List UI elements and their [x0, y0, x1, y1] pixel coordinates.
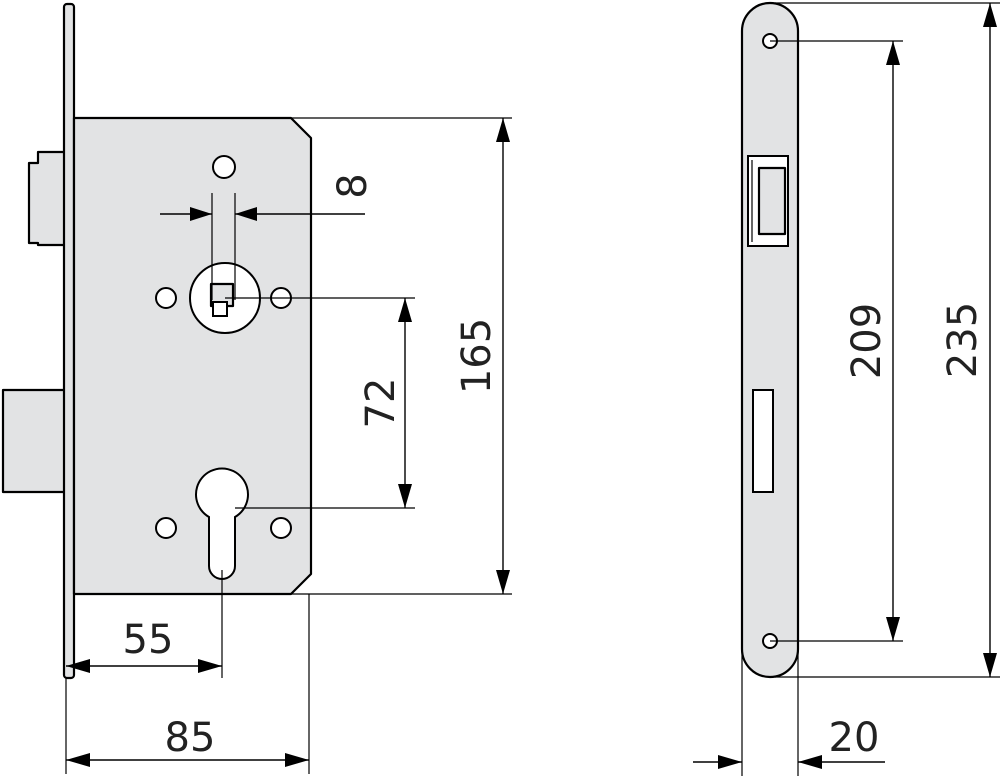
dead-bolt — [1, 388, 69, 494]
upper-fixing-hole — [212, 155, 236, 179]
dimension-label-screw-spacing: 209 — [844, 303, 890, 379]
lock-side-view — [1, 2, 313, 680]
faceplate-dimensions: 209 235 20 — [693, 2, 1000, 776]
dimension-label-body-height: 165 — [454, 318, 500, 394]
dimension-label-faceplate-height: 235 — [940, 302, 986, 378]
dimension-label-faceplate-width: 20 — [829, 715, 880, 761]
dimension-label-body-depth: 85 — [165, 715, 216, 761]
latch-bolt-face — [757, 166, 787, 236]
latch-bolt — [27, 150, 68, 247]
lock-dimensions: 8 72 165 55 85 — [65, 117, 512, 774]
faceplate-front-view — [740, 1, 800, 679]
cylinder-right-hole — [270, 517, 292, 539]
forend-plate — [62, 2, 76, 680]
deadbolt-window — [752, 389, 774, 493]
follower-left-hole — [155, 287, 177, 309]
faceplate — [740, 1, 800, 679]
spindle-inner — [212, 301, 228, 317]
cylinder-left-hole — [155, 517, 177, 539]
dimension-label-handle-to-cylinder: 72 — [358, 378, 404, 429]
dimension-label-backset: 55 — [123, 617, 174, 663]
dimension-label-spindle-width: 8 — [330, 173, 376, 198]
